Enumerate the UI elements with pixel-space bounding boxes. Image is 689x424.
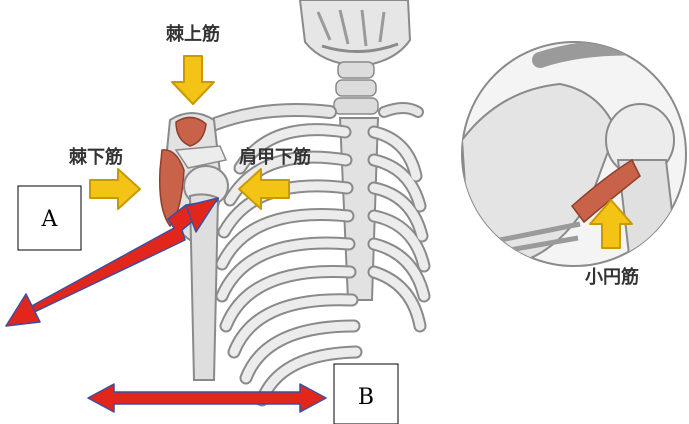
ribcage	[222, 130, 424, 400]
teres-minor-inset: 小円筋	[462, 42, 689, 288]
label-box-b-text: B	[358, 385, 374, 410]
label-box-a-text: A	[41, 207, 59, 232]
pointer-arrow-b	[88, 384, 326, 412]
supraspinatus-arrow	[172, 56, 214, 104]
skeleton: 棘上筋 棘下筋 肩甲下筋	[69, 0, 424, 418]
cervical-spine	[334, 62, 378, 114]
infraspinatus-label: 棘下筋	[69, 146, 123, 168]
supraspinatus-label: 棘上筋	[166, 23, 220, 45]
skull	[300, 0, 410, 66]
infraspinatus-arrow	[90, 169, 140, 209]
label-box-a: A	[18, 186, 81, 250]
teres-minor-label: 小円筋	[585, 266, 639, 288]
subscapularis-label: 肩甲下筋	[239, 146, 311, 168]
label-box-b: B	[334, 364, 398, 424]
